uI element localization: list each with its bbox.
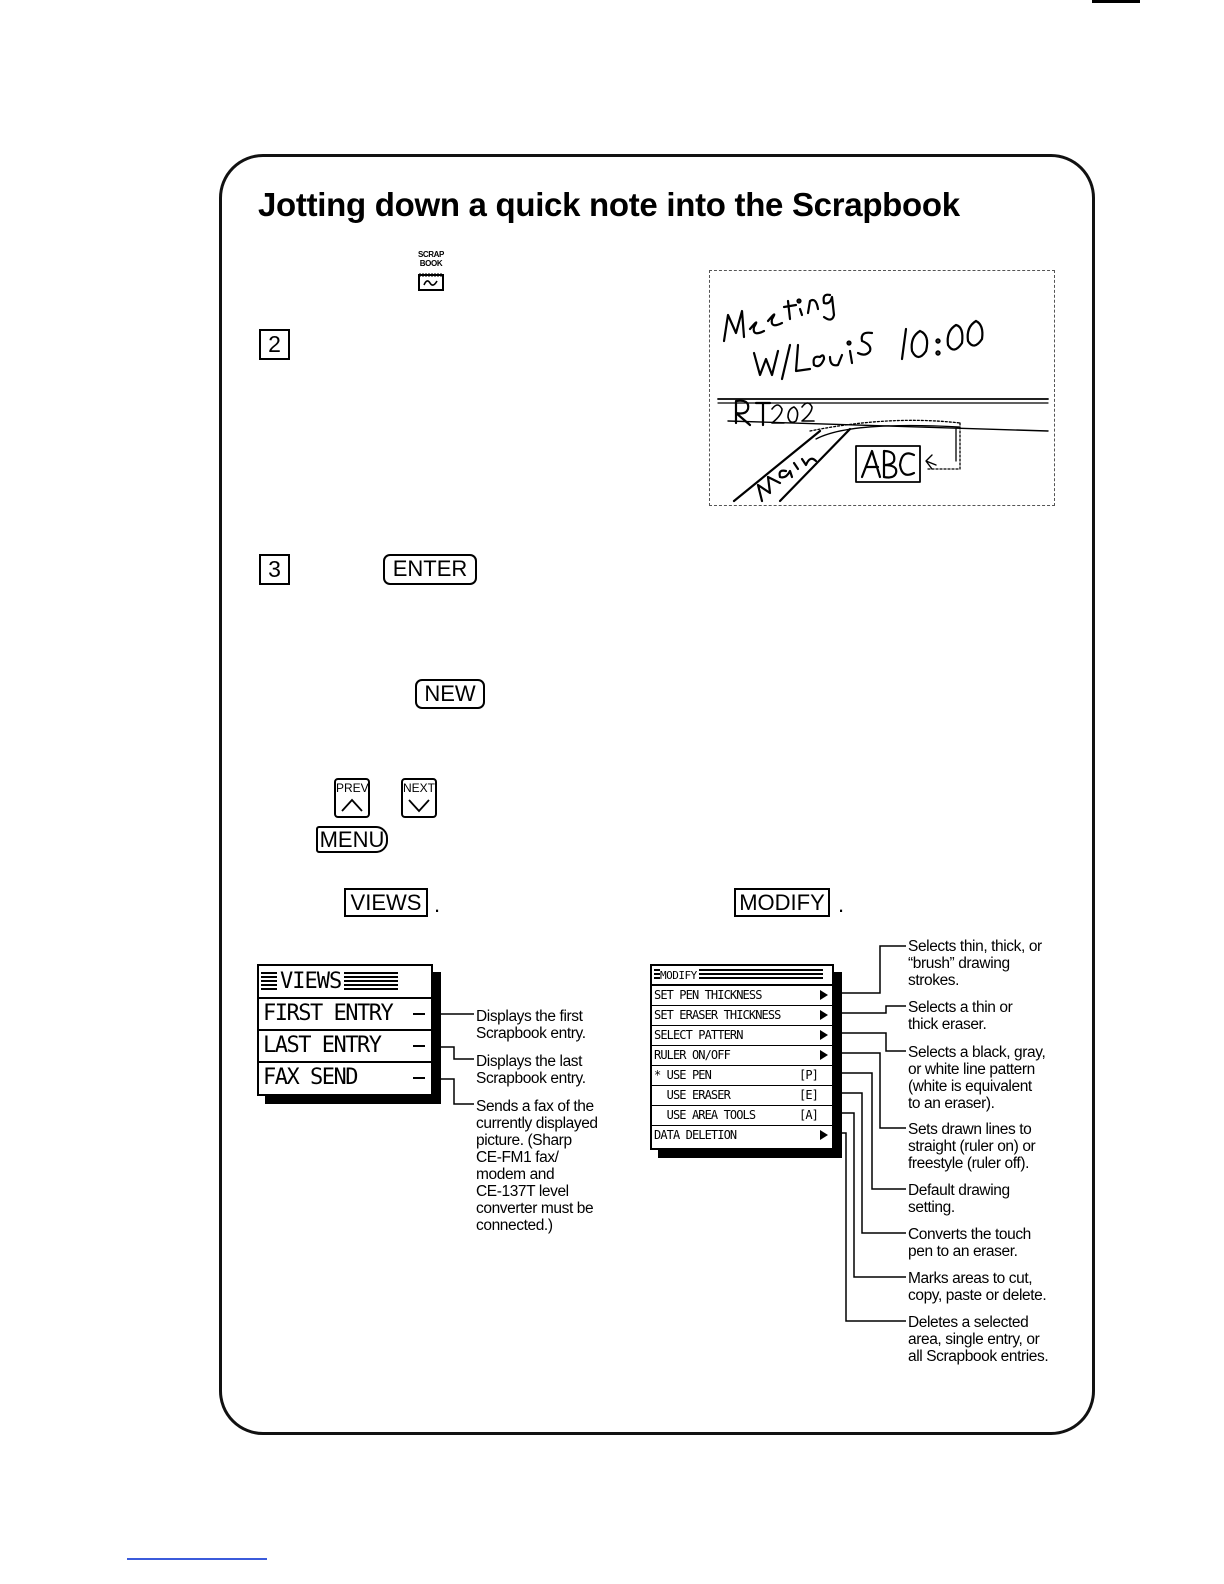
area-tools-description: Marks areas to cut, copy, paste or delet… bbox=[908, 1270, 1047, 1304]
menu-item-hotkey: [E] bbox=[799, 1088, 819, 1102]
pen-thickness-description: Selects thin, thick, or “brush” drawing … bbox=[908, 938, 1042, 989]
modify-key[interactable]: MODIFY bbox=[734, 888, 830, 917]
views-menu: VIEWS FIRST ENTRY LAST ENTRY FAX SEND bbox=[257, 964, 433, 1096]
corner-mark bbox=[1092, 0, 1140, 3]
period: . bbox=[838, 892, 845, 917]
menu-key[interactable]: MENU bbox=[316, 826, 388, 853]
header-hatch bbox=[654, 969, 660, 981]
menu-item-last-entry[interactable]: LAST ENTRY bbox=[259, 1031, 431, 1063]
period: . bbox=[434, 892, 441, 917]
step-2-marker: 2 bbox=[259, 329, 290, 360]
footer-link-rule bbox=[127, 1558, 267, 1560]
scrapbook-key: SCRAP BOOK bbox=[414, 250, 448, 292]
fax-send-description: Sends a fax of the currently displayed p… bbox=[476, 1098, 598, 1234]
menu-item-label: FAX SEND bbox=[263, 1065, 358, 1090]
use-pen-description: Default drawing setting. bbox=[908, 1182, 1010, 1216]
content-frame bbox=[219, 154, 1095, 1435]
first-entry-description: Displays the first Scrapbook entry. bbox=[476, 1008, 586, 1042]
views-menu-title: VIEWS bbox=[280, 969, 342, 994]
prev-key[interactable]: PREV bbox=[334, 778, 370, 818]
menu-item-label: FIRST ENTRY bbox=[263, 1001, 394, 1026]
submenu-arrow-icon bbox=[820, 1050, 828, 1060]
menu-item-label: * USE PEN bbox=[654, 1068, 712, 1082]
modify-menu: MODIFY SET PEN THICKNESS SET ERASER THIC… bbox=[650, 964, 834, 1150]
data-deletion-description: Deletes a selected area, single entry, o… bbox=[908, 1314, 1049, 1365]
menu-item-label: USE AREA TOOLS bbox=[654, 1108, 756, 1122]
menu-item-hotkey: [A] bbox=[799, 1108, 819, 1122]
menu-item-label: USE ERASER bbox=[654, 1088, 731, 1102]
menu-item-first-entry[interactable]: FIRST ENTRY bbox=[259, 999, 431, 1031]
menu-item-label: DATA DELETION bbox=[654, 1128, 737, 1142]
submenu-arrow-icon bbox=[820, 1010, 828, 1020]
menu-item-label: SELECT PATTERN bbox=[654, 1028, 743, 1042]
menu-item-label: SET PEN THICKNESS bbox=[654, 988, 762, 1002]
scrapbook-label-line2: BOOK bbox=[419, 259, 443, 268]
select-pattern-description: Selects a black, gray, or white line pat… bbox=[908, 1044, 1046, 1112]
chevron-down-icon bbox=[408, 799, 430, 813]
menu-item-use-eraser[interactable]: USE ERASER [E] bbox=[652, 1086, 832, 1106]
menu-item-select-pattern[interactable]: SELECT PATTERN bbox=[652, 1026, 832, 1046]
chevron-up-icon bbox=[341, 798, 363, 812]
connector-tick bbox=[413, 1045, 425, 1047]
menu-item-data-deletion[interactable]: DATA DELETION bbox=[652, 1126, 832, 1146]
prev-key-label: PREV bbox=[336, 781, 369, 795]
next-key[interactable]: NEXT bbox=[401, 778, 437, 818]
header-hatch bbox=[698, 969, 823, 981]
page-title: Jotting down a quick note into the Scrap… bbox=[258, 186, 960, 223]
handwriting-drawing bbox=[717, 293, 1049, 503]
connector-tick bbox=[413, 1077, 425, 1079]
menu-item-fax-send[interactable]: FAX SEND bbox=[259, 1063, 431, 1095]
modify-menu-title: MODIFY bbox=[660, 968, 697, 982]
menu-item-use-area-tools[interactable]: USE AREA TOOLS [A] bbox=[652, 1106, 832, 1126]
scrapbook-icon bbox=[418, 273, 444, 291]
menu-item-set-pen-thickness[interactable]: SET PEN THICKNESS bbox=[652, 986, 832, 1006]
menu-item-label: RULER ON/OFF bbox=[654, 1048, 731, 1062]
step-3-marker: 3 bbox=[259, 554, 290, 585]
use-eraser-description: Converts the touch pen to an eraser. bbox=[908, 1226, 1031, 1260]
submenu-arrow-icon bbox=[820, 990, 828, 1000]
header-hatch bbox=[344, 971, 399, 992]
menu-item-set-eraser-thickness[interactable]: SET ERASER THICKNESS bbox=[652, 1006, 832, 1026]
modify-menu-header: MODIFY bbox=[652, 966, 832, 986]
menu-item-use-pen[interactable]: * USE PEN [P] bbox=[652, 1066, 832, 1086]
connector-tick bbox=[413, 1013, 425, 1015]
new-key[interactable]: NEW bbox=[415, 679, 485, 709]
submenu-arrow-icon bbox=[820, 1130, 828, 1140]
scrapbook-sketch bbox=[709, 270, 1055, 506]
menu-item-ruler-on-off[interactable]: RULER ON/OFF bbox=[652, 1046, 832, 1066]
menu-item-label: LAST ENTRY bbox=[263, 1033, 382, 1058]
last-entry-description: Displays the last Scrapbook entry. bbox=[476, 1053, 586, 1087]
submenu-arrow-icon bbox=[820, 1030, 828, 1040]
ruler-description: Sets drawn lines to straight (ruler on) … bbox=[908, 1121, 1036, 1172]
menu-item-label: SET ERASER THICKNESS bbox=[654, 1008, 781, 1022]
views-menu-header: VIEWS bbox=[259, 966, 431, 999]
enter-key[interactable]: ENTER bbox=[383, 554, 477, 585]
views-key[interactable]: VIEWS bbox=[344, 888, 428, 917]
eraser-thickness-description: Selects a thin or thick eraser. bbox=[908, 999, 1013, 1033]
scrapbook-label-line1: SCRAP bbox=[417, 250, 444, 259]
header-hatch bbox=[261, 971, 277, 992]
menu-item-hotkey: [P] bbox=[799, 1068, 819, 1082]
next-key-label: NEXT bbox=[403, 781, 436, 795]
